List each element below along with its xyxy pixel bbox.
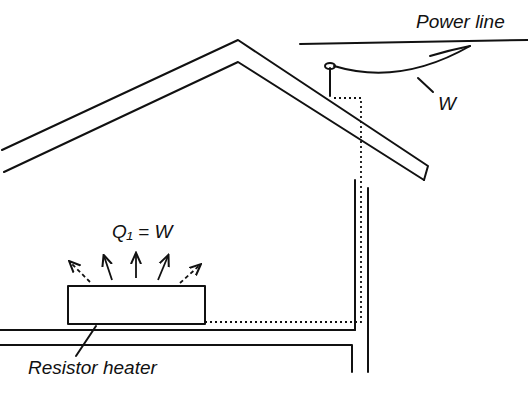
- wire-label: W: [438, 94, 456, 115]
- heat-arrow: [70, 262, 90, 282]
- insulator: [329, 68, 331, 96]
- power-line-label: Power line: [416, 12, 505, 33]
- w-leader: [418, 78, 433, 92]
- service-wire: [334, 46, 470, 73]
- floor-top: [0, 329, 355, 331]
- internal-wiring: [205, 98, 361, 322]
- wall-outer: [367, 188, 369, 372]
- roof: [2, 40, 428, 180]
- power-line: [300, 40, 528, 44]
- heat-arrow: [158, 256, 168, 280]
- heater-leader: [76, 326, 96, 356]
- part-label: Resistor heater: [28, 358, 157, 379]
- heat-arrow: [104, 256, 112, 280]
- heat-label: Q₁ = W: [112, 222, 172, 243]
- resistor-heater: [68, 286, 205, 324]
- wall-inner: [354, 180, 356, 330]
- heat-arrow: [135, 254, 137, 278]
- heat-arrow: [180, 265, 200, 283]
- power-line-tap: [430, 46, 470, 56]
